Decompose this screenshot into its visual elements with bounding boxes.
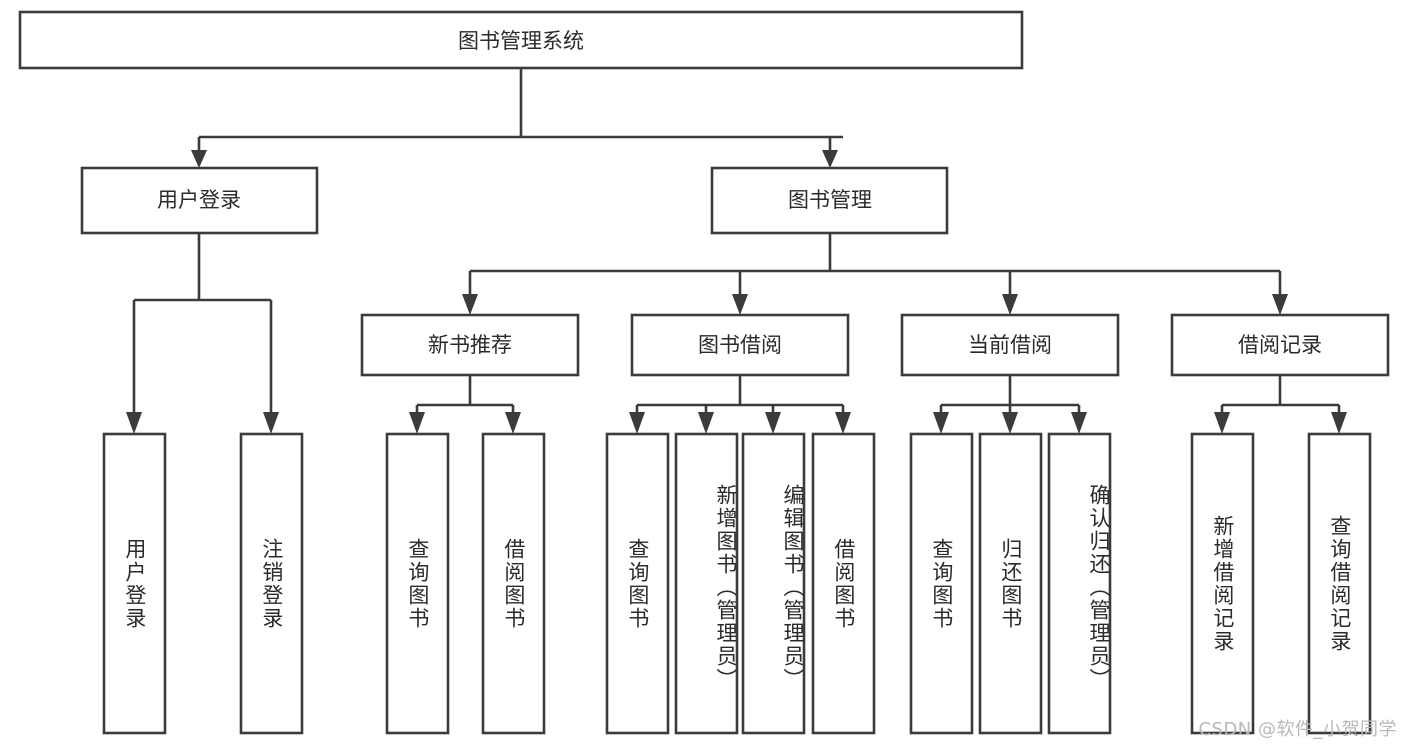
node-borrow-record-label: 借阅记录 [1238, 333, 1322, 357]
node-leaf-cur-confirm-return[interactable] [1047, 432, 1112, 735]
arrowhead-currentborrow-leaf-3 [1071, 412, 1087, 434]
arrowhead-bookborrow-leaf-2 [698, 412, 714, 434]
arrowhead-newbookrec-leaf-2 [505, 412, 521, 434]
node-borrow-record[interactable] [1170, 313, 1390, 377]
arrowhead-currentborrow-leaf-1 [933, 412, 949, 434]
node-leaf-user-login[interactable] [102, 432, 167, 735]
arrowhead-currentborrow-leaf-2 [1002, 412, 1018, 434]
node-leaf-cur-return-book[interactable] [978, 432, 1043, 735]
node-book-borrow[interactable] [630, 313, 850, 377]
connector-layer [126, 68, 1347, 434]
node-leaf-rec-query-book[interactable] [385, 432, 450, 735]
arrowhead-borrowrecord-leaf-2 [1331, 412, 1347, 434]
arrowhead-to-book-borrow [732, 294, 748, 315]
arrowhead-borrowrecord-leaf-1 [1214, 412, 1230, 434]
node-user-login-label: 用户登录 [157, 188, 241, 212]
arrowhead-to-borrow-record [1272, 294, 1288, 315]
node-leaf-borrow-borrow-book[interactable] [811, 432, 876, 735]
arrowhead-to-current-borrow [1002, 294, 1018, 315]
node-root-label: 图书管理系统 [458, 29, 584, 53]
arrowhead-root-to-user-login [191, 150, 207, 168]
node-leaf-rec-query-record[interactable] [1307, 432, 1372, 735]
node-layer: 图书管理系统 用户登录 图书管理 新书推荐 图书借阅 当前借阅 借阅记录 [18, 10, 1390, 735]
node-current-borrow-label: 当前借阅 [968, 333, 1052, 357]
arrowhead-bookborrow-leaf-1 [629, 412, 645, 434]
node-leaf-borrow-edit-book[interactable] [741, 432, 806, 735]
node-leaf-borrow-query-book[interactable] [605, 432, 670, 735]
node-book-manage[interactable] [710, 166, 949, 235]
node-new-book-rec-label: 新书推荐 [428, 333, 512, 357]
node-book-borrow-label: 图书借阅 [698, 333, 782, 357]
node-leaf-rec-borrow-book[interactable] [481, 432, 546, 735]
arrowhead-bookborrow-leaf-3 [765, 412, 781, 434]
node-leaf-rec-add-record[interactable] [1190, 432, 1255, 735]
node-leaf-borrow-add-book[interactable] [674, 432, 739, 735]
node-new-book-rec[interactable] [360, 313, 580, 377]
node-current-borrow[interactable] [900, 313, 1120, 377]
node-book-manage-label: 图书管理 [788, 188, 872, 212]
csdn-watermark: CSDN @软件_小贺同学 [1198, 719, 1397, 740]
node-leaf-cur-query-book[interactable] [909, 432, 974, 735]
arrowhead-userlogin-leaf-2 [263, 412, 279, 434]
node-root[interactable] [18, 10, 1024, 70]
arrowhead-newbookrec-leaf-1 [409, 412, 425, 434]
node-leaf-user-logout[interactable] [239, 432, 304, 735]
arrowhead-to-new-book-rec [462, 294, 478, 315]
arrowhead-bookborrow-leaf-4 [835, 412, 851, 434]
arrowhead-root-to-book-manage [822, 150, 838, 168]
node-user-login[interactable] [80, 166, 319, 235]
arrowhead-userlogin-leaf-1 [126, 412, 142, 434]
